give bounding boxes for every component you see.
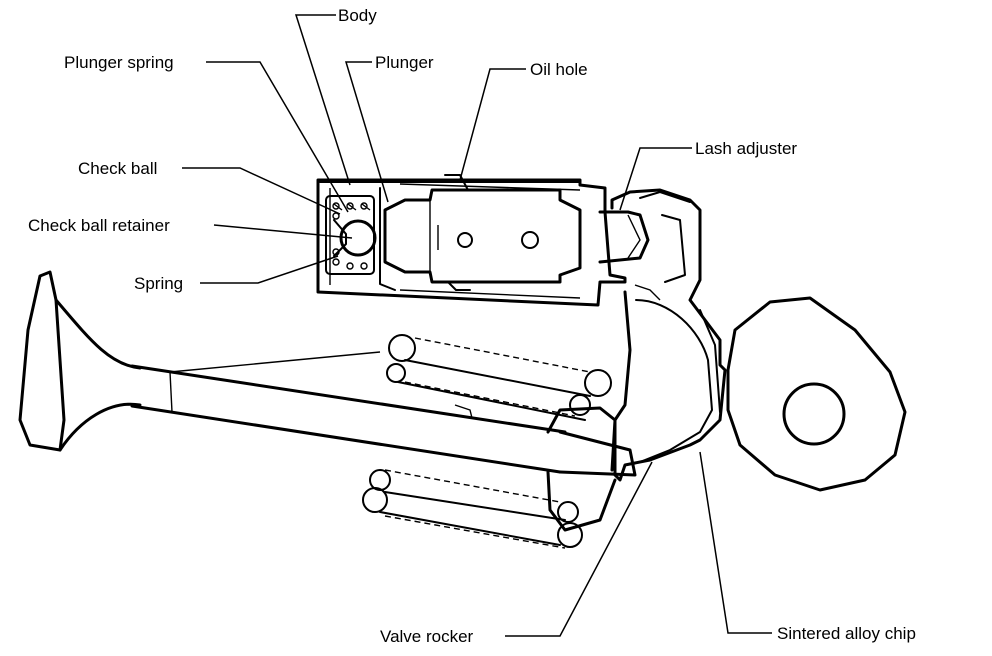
spring-coil <box>388 334 416 362</box>
label-body: Body <box>338 6 377 25</box>
camshaft-hole <box>782 382 846 446</box>
label-check-ball-retainer: Check ball retainer <box>28 216 170 235</box>
valve-rocker <box>610 188 727 482</box>
valve-springs <box>362 334 617 549</box>
label-lash-adjuster: Lash adjuster <box>695 139 797 158</box>
label-oil-hole: Oil hole <box>530 60 588 79</box>
label-plunger-spring: Plunger spring <box>64 53 174 72</box>
check-ball <box>339 219 377 257</box>
label-check-ball: Check ball <box>78 159 157 178</box>
label-spring: Spring <box>134 274 183 293</box>
camshaft-lobe <box>726 296 907 492</box>
plunger <box>383 188 582 284</box>
label-plunger: Plunger <box>375 53 434 72</box>
valve <box>18 270 637 477</box>
label-sintered-alloy-chip: Sintered alloy chip <box>777 624 916 643</box>
leader-lines <box>182 14 772 637</box>
label-valve-rocker: Valve rocker <box>380 627 474 646</box>
lash-adjuster <box>316 174 650 307</box>
